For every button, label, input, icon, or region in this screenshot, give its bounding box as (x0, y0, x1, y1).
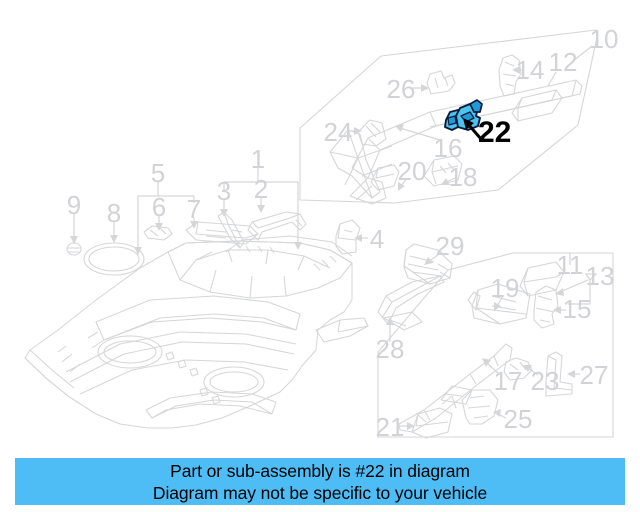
callout-label-14: 14 (516, 55, 545, 85)
highlight-callout-number: 22 (478, 116, 512, 149)
part-22-inner-rib (447, 115, 457, 126)
callout-label-6: 6 (152, 192, 166, 222)
separate-small-parts (66, 211, 361, 276)
callout-label-20: 20 (398, 156, 427, 186)
highlight-arrow-22 (463, 118, 483, 140)
callout-label-24: 24 (324, 117, 353, 147)
callout-label-5: 5 (151, 158, 165, 188)
callout-label-9: 9 (67, 190, 81, 220)
callout-label-13: 13 (586, 261, 615, 291)
callout-label-11: 11 (557, 250, 584, 280)
callout-label-17: 17 (494, 366, 523, 396)
callout-label-2: 2 (254, 174, 268, 204)
callout-label-27: 27 (580, 360, 609, 390)
main-floor-pan (24, 235, 369, 429)
part-22-flange (469, 99, 483, 113)
callout-label-23: 23 (531, 366, 560, 396)
caption-line-1: Part or sub-assembly is #22 in diagram (170, 460, 470, 481)
callout-label-28: 28 (376, 334, 405, 364)
caption-line-2: Diagram may not be specific to your vehi… (152, 482, 488, 503)
callout-label-29: 29 (436, 231, 465, 261)
callout-label-8: 8 (107, 198, 121, 228)
callout-label-16: 16 (434, 133, 463, 163)
callout-label-15: 15 (563, 294, 592, 324)
callout-label-21: 21 (376, 412, 405, 442)
callout-label-25: 25 (504, 404, 533, 434)
highlighted-part-22[interactable] (444, 99, 483, 131)
callout-leaders-left (70, 168, 368, 255)
callout-leaders-upper (348, 45, 593, 191)
callout-label-26: 26 (387, 74, 416, 104)
callout-label-1: 1 (251, 144, 265, 174)
callout-label-12: 12 (549, 47, 578, 77)
callout-label-19: 19 (491, 273, 520, 303)
lower-inset-panel (377, 243, 614, 439)
callout-label-10: 10 (590, 24, 619, 54)
callout-label-18: 18 (449, 162, 478, 192)
callout-label-7: 7 (187, 194, 201, 224)
caption-banner: Part or sub-assembly is #22 in diagram D… (15, 458, 625, 505)
callout-label-4: 4 (370, 224, 384, 254)
callout-leaders-lower (386, 251, 598, 430)
callout-number-labels: 1 2 3 4 5 6 7 8 9 10 11 12 13 14 15 16 1… (67, 24, 619, 442)
callout-label-3: 3 (217, 176, 231, 206)
